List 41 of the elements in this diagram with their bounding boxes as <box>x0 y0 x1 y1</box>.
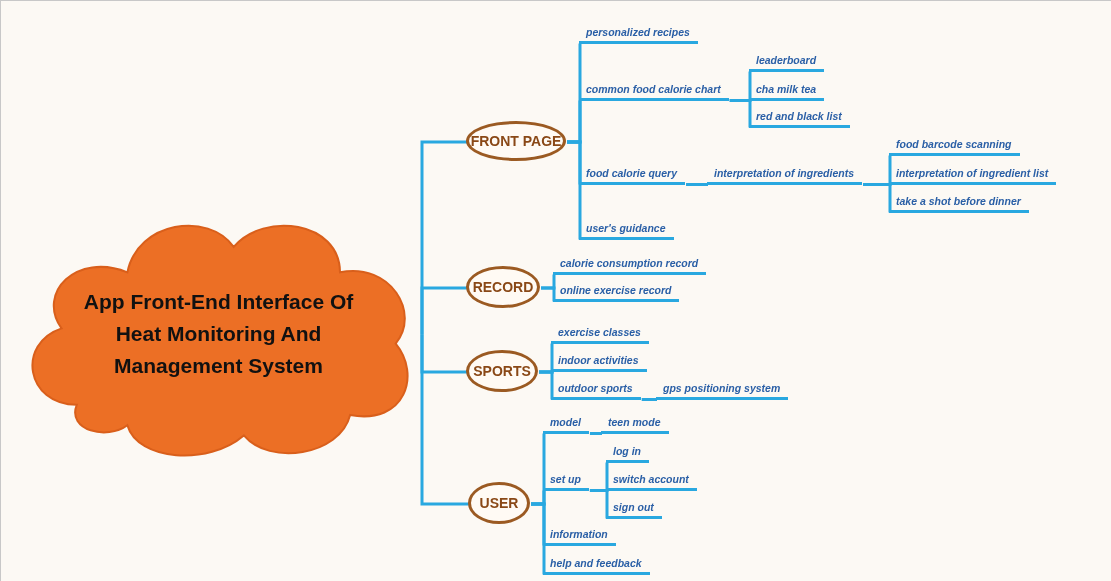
connector-line <box>686 183 710 186</box>
connector-line <box>531 502 546 575</box>
subtopic-label: switch account <box>606 470 697 491</box>
subtopic-label: help and feedback <box>543 554 650 575</box>
subtopic-label: exercise classes <box>551 323 649 344</box>
connector-line <box>589 489 609 519</box>
subtopic-label: interpretation of ingredients <box>707 164 862 185</box>
subtopic-label: calorie consumption record <box>553 254 707 275</box>
subtopic-label: log in <box>606 442 649 463</box>
topic-ellipse: FRONT PAGE <box>466 121 566 161</box>
topic-ellipse: USER <box>468 482 530 524</box>
subtopic-label: interpretation of ingredient list <box>889 164 1057 185</box>
topic-ellipse: RECORD <box>466 266 540 308</box>
connector-line <box>541 286 556 302</box>
subtopic-label: user's guidance <box>579 219 674 240</box>
subtopic-label: outdoor sports <box>551 379 641 400</box>
subtopic-label: cha milk tea <box>749 80 825 101</box>
connector-line <box>420 286 467 335</box>
connector-line <box>567 140 582 240</box>
subtopic-label: indoor activities <box>551 351 647 372</box>
connector-line <box>729 99 752 128</box>
subtopic-label: food calorie query <box>579 164 686 185</box>
connector-line <box>420 334 469 506</box>
subtopic-label: leaderboard <box>749 51 825 72</box>
subtopic-label: set up <box>543 470 589 491</box>
subtopic-label: online exercise record <box>553 281 680 302</box>
subtopic-label: personalized recipes <box>579 23 698 44</box>
connector-line <box>641 398 659 401</box>
subtopic-label: information <box>543 525 616 546</box>
connector-line <box>539 370 554 400</box>
connector-line <box>589 432 604 435</box>
subtopic-label: sign out <box>606 498 662 519</box>
subtopic-label: model <box>543 413 589 434</box>
connector-line <box>863 183 892 213</box>
subtopic-label: common food calorie chart <box>579 80 729 101</box>
subtopic-label: teen mode <box>601 413 669 434</box>
subtopic-label: food barcode scanning <box>889 135 1020 156</box>
subtopic-label: take a shot before dinner <box>889 192 1029 213</box>
topic-ellipse: SPORTS <box>466 350 538 392</box>
subtopic-label: gps positioning system <box>656 379 789 400</box>
subtopic-label: red and black list <box>749 107 850 128</box>
